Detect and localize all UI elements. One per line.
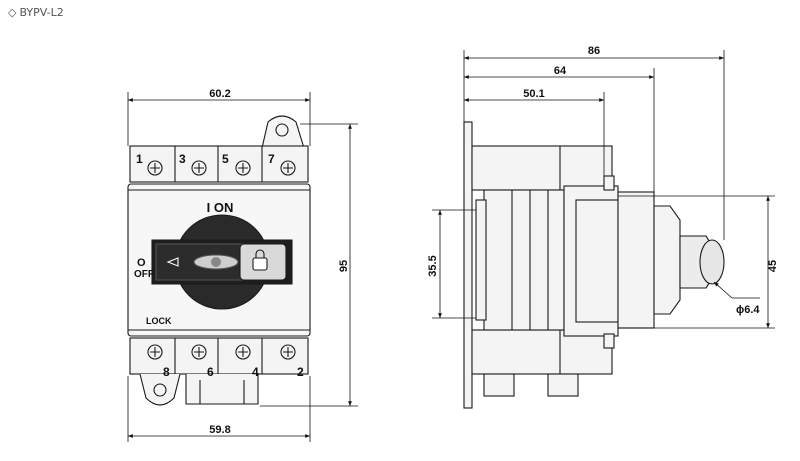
side-body [483, 189, 565, 331]
dim-knob-height: 45 [767, 260, 779, 272]
side-view [432, 50, 775, 409]
terminal-label-bottom-3: 2 [297, 365, 304, 379]
diamond-icon: ◇ [8, 6, 17, 19]
mounting-plate [463, 121, 473, 409]
terminal-label-top-1: 3 [179, 152, 186, 166]
on-label: I ON [207, 200, 234, 215]
bottom-mounting-ear [139, 373, 181, 406]
terminal-label-bottom-1: 6 [207, 365, 214, 379]
front-dimensions [127, 92, 358, 442]
top-screws [147, 160, 296, 176]
lock-label: LOCK [146, 316, 172, 326]
dim-overall-depth: 86 [588, 45, 600, 57]
bottom-mounting-hole [153, 383, 167, 397]
product-code: BYPV-L2 [19, 6, 64, 19]
dim-bottom-width: 59.8 [209, 424, 230, 436]
terminal-label-top-3: 7 [268, 152, 275, 166]
dim-diameter: ϕ6.4 [736, 304, 760, 316]
top-terminal-block [129, 145, 309, 183]
dim-rail-height: 35.5 [427, 255, 439, 276]
dim-height: 95 [338, 260, 350, 272]
knob-base [617, 191, 655, 329]
terminal-label-top-2: 5 [222, 152, 229, 166]
off-label: OFF [134, 269, 154, 280]
dim-top-width: 60.2 [209, 88, 230, 100]
side-dimensions [432, 50, 775, 329]
bottom-screws [147, 344, 296, 360]
padlock-icon [252, 249, 268, 271]
top-mounting-hole [275, 123, 289, 137]
bottom-terminal-block [129, 337, 309, 375]
top-mounting-ear [261, 115, 305, 149]
terminal-label-bottom-2: 4 [252, 365, 259, 379]
product-title: ◇BYPV-L2 [8, 6, 64, 19]
dim-short-depth: 50.1 [523, 88, 544, 100]
dim-mid-depth: 64 [554, 65, 567, 77]
knob [653, 205, 681, 315]
front-view [127, 92, 358, 442]
terminal-label-bottom-0: 8 [163, 365, 170, 379]
off-label-o: O [137, 257, 146, 269]
bottom-foot [185, 374, 259, 405]
terminal-label-top-0: 1 [136, 152, 143, 166]
